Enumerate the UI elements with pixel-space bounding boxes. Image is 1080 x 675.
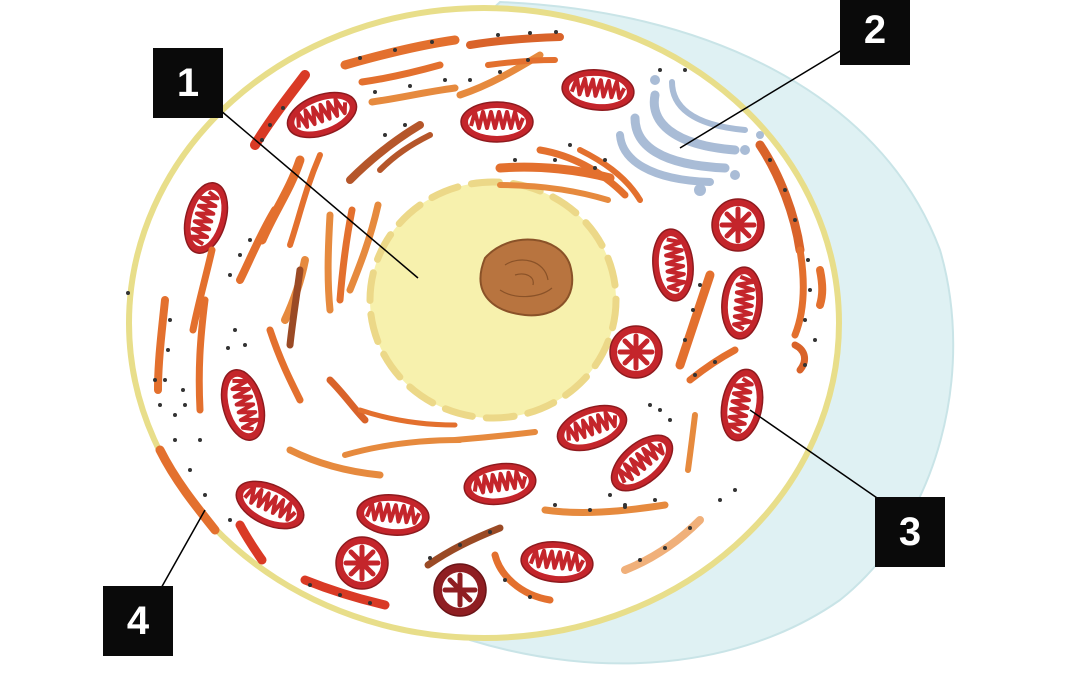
callout-label-2: 2 bbox=[840, 0, 910, 65]
ribosomes bbox=[126, 30, 817, 605]
leader-line-3 bbox=[749, 409, 881, 501]
leader-line-2 bbox=[679, 47, 846, 149]
callout-label-1: 1 bbox=[153, 48, 223, 118]
golgi-apparatus bbox=[616, 75, 764, 196]
mitochondria bbox=[175, 64, 770, 617]
endoplasmic-reticulum bbox=[154, 33, 827, 610]
nuclear-envelope bbox=[366, 178, 620, 422]
nucleolus bbox=[479, 238, 574, 317]
mitochondrion bbox=[433, 563, 487, 617]
mitochondrion bbox=[610, 326, 662, 378]
leader-line-4 bbox=[159, 509, 206, 591]
mitochondrion bbox=[336, 537, 388, 589]
leader-line-1 bbox=[219, 109, 419, 279]
nucleolus-texture bbox=[499, 259, 553, 298]
callout-label-4: 4 bbox=[103, 586, 173, 656]
mitochondrion bbox=[459, 100, 535, 144]
leader-lines bbox=[159, 47, 881, 591]
callout-label-3: 3 bbox=[875, 497, 945, 567]
mitochondrion bbox=[712, 199, 764, 251]
